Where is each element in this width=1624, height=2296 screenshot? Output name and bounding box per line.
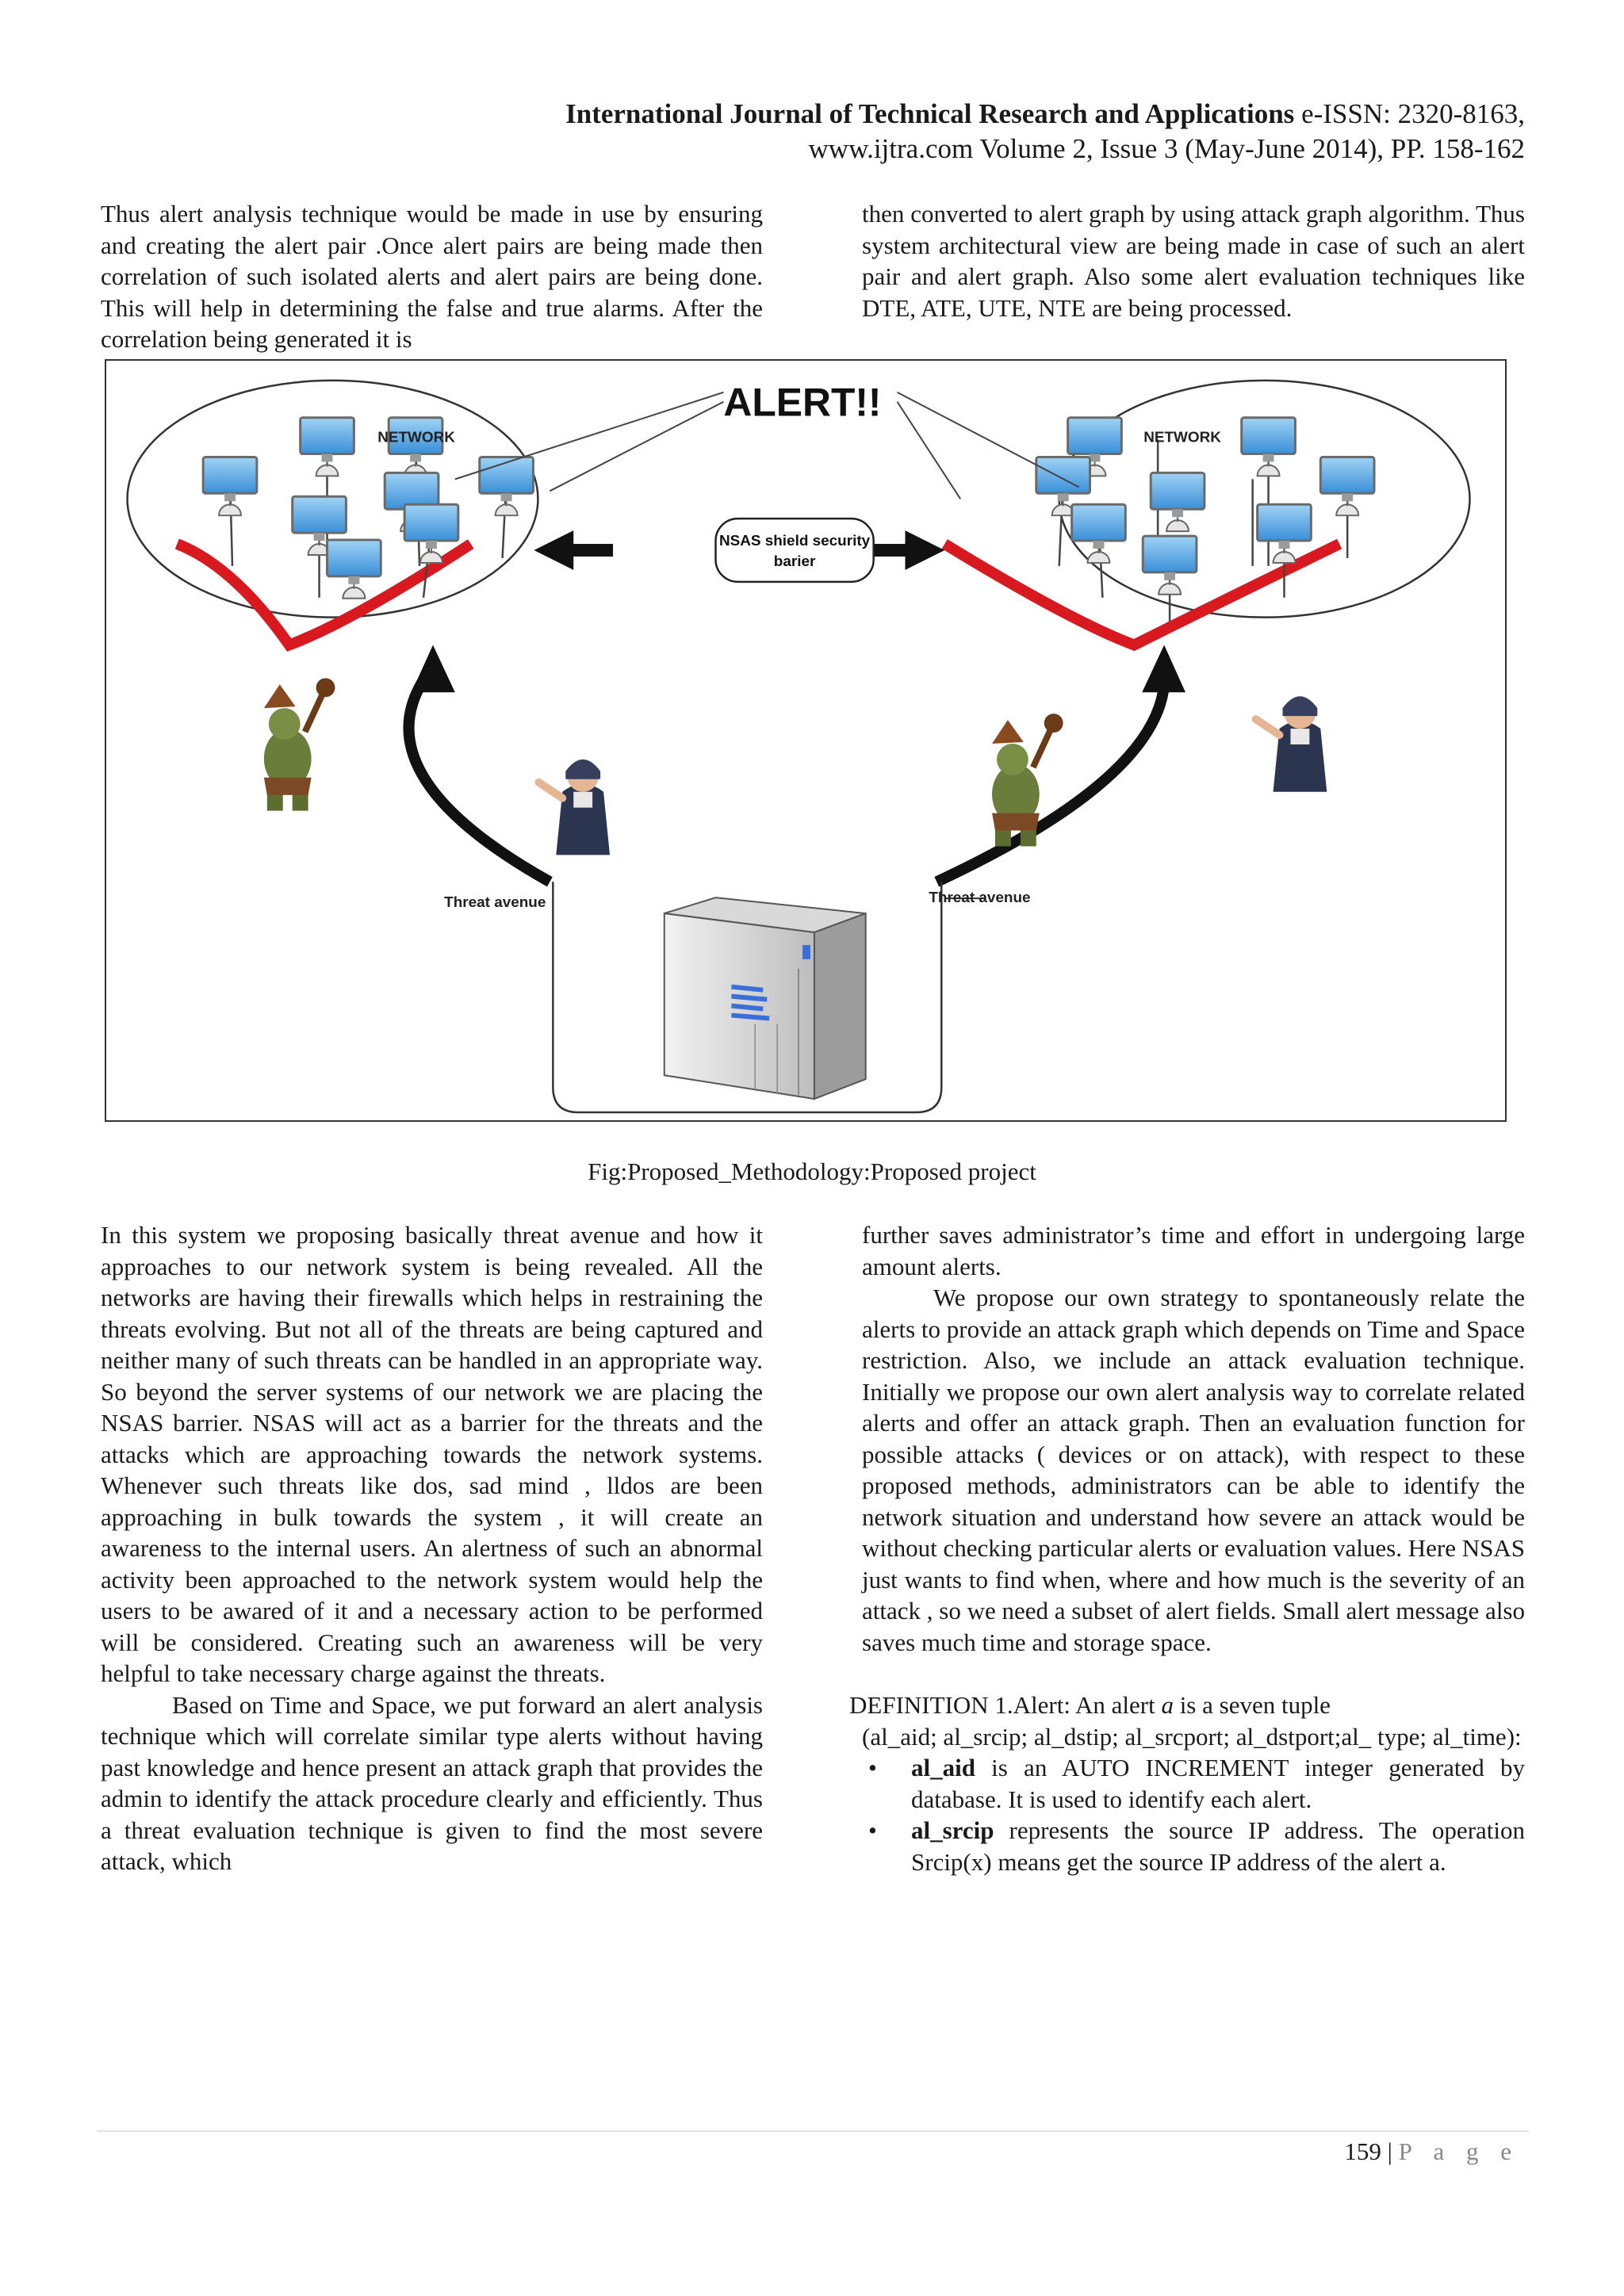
shield-label-line2: barier <box>774 553 816 570</box>
arrow-left-icon <box>534 530 574 570</box>
journal-volume-info: www.ijtra.com Volume 2, Issue 3 (May-Jun… <box>808 133 1525 164</box>
computer-icon <box>299 416 355 477</box>
alert-label: ALERT!! <box>723 381 881 425</box>
field-description: represents the source IP address. The op… <box>911 1816 1525 1876</box>
bullet-icon: • <box>868 1754 877 1781</box>
definition-prefix: DEFINITION 1.Alert: An alert <box>849 1691 1162 1719</box>
computer-icon <box>1256 503 1312 564</box>
page-separator: | <box>1381 2137 1399 2165</box>
field-description: is an AUTO INCREMENT integer generated b… <box>911 1754 1525 1813</box>
computer-icon <box>201 455 259 517</box>
page-word: P a g e <box>1398 2137 1519 2165</box>
field-term: al_srcip <box>911 1816 994 1844</box>
field-list: • al_aid is an AUTO INCREMENT integer gen… <box>862 1752 1525 1877</box>
firewall-right <box>941 538 1342 652</box>
bullet-icon: • <box>868 1816 877 1844</box>
list-item: • al_aid is an AUTO INCREMENT integer gen… <box>862 1752 1525 1815</box>
bottom-right-paragraph-2: We propose our own strategy to spontaneo… <box>862 1284 1525 1656</box>
troll-attacker-icon <box>264 678 335 810</box>
bottom-left-paragraph-1: In this system we proposing basically th… <box>101 1221 763 1687</box>
computer-icon <box>326 538 382 600</box>
journal-title: International Journal of Technical Resea… <box>565 98 1295 129</box>
computer-icon <box>1240 416 1297 477</box>
threat-arrow-left <box>403 665 553 887</box>
top-left-paragraph: Thus alert analysis technique would be m… <box>101 200 763 353</box>
bottom-left-column: In this system we proposing basically th… <box>101 1219 763 1877</box>
alert-pointer-lines <box>454 391 1080 499</box>
nsas-shield-box <box>714 517 875 584</box>
shield-label-line1: NSAS shield security <box>719 533 871 549</box>
server-icon <box>663 897 867 1100</box>
journal-header: International Journal of Technical Resea… <box>565 97 1525 166</box>
page-footer: 159 | P a g e <box>1344 2137 1519 2166</box>
top-left-column: Thus alert analysis technique would be m… <box>101 198 763 355</box>
troll-attacker-icon <box>992 714 1063 846</box>
server-enclosure <box>552 882 943 1114</box>
definition-heading: DEFINITION 1.Alert: An alert a is a seve… <box>849 1689 1525 1721</box>
journal-issn: e-ISSN: 2320-8163, <box>1294 98 1525 129</box>
bottom-left-paragraph-2: Based on Time and Space, we put forward … <box>101 1690 763 1876</box>
arrow-up-icon <box>412 645 455 693</box>
page-number: 159 <box>1344 2137 1381 2165</box>
computer-icon <box>1141 534 1198 596</box>
computer-icon <box>1071 503 1127 564</box>
definition-variable: a <box>1161 1691 1174 1719</box>
definition-suffix: is a seven tuple <box>1173 1691 1331 1719</box>
figure-caption: Fig:Proposed_Methodology:Proposed projec… <box>588 1158 1036 1185</box>
top-right-paragraph: then converted to alert graph by using a… <box>862 200 1525 322</box>
network-left-label: NETWORK <box>377 430 455 446</box>
arrow-up-icon <box>1142 645 1185 693</box>
computer-icon <box>1319 455 1376 517</box>
definition-tuple: (al_aid; al_srcip; al_dstip; al_srcport;… <box>862 1722 1522 1751</box>
monk-attacker-icon <box>1256 696 1327 791</box>
network-left-boundary <box>126 379 539 618</box>
firewall-left <box>174 538 474 652</box>
field-term: al_aid <box>911 1754 975 1781</box>
top-right-column: then converted to alert graph by using a… <box>862 198 1525 323</box>
methodology-figure: NETWORK NETWORK ALERT!! NSAS shield secu… <box>105 359 1507 1122</box>
methodology-diagram: NETWORK NETWORK ALERT!! NSAS shield secu… <box>126 379 1471 1114</box>
network-right-label: NETWORK <box>1143 430 1221 446</box>
bottom-right-paragraph-1: further saves administrator’s time and e… <box>862 1221 1525 1280</box>
footer-divider <box>97 2130 1529 2132</box>
threat-arrow-right <box>934 668 1170 887</box>
bottom-right-column: further saves administrator’s time and e… <box>849 1219 1525 1877</box>
arrow-right-icon <box>905 530 945 570</box>
list-item: • al_srcip represents the source IP addre… <box>862 1815 1525 1877</box>
monk-attacker-icon <box>538 760 610 855</box>
threat-avenue-left-label: Threat avenue <box>444 894 546 911</box>
threat-avenue-right-label: Threat avenue <box>929 890 1030 906</box>
computer-icon <box>478 455 534 517</box>
computer-icon <box>387 416 444 477</box>
